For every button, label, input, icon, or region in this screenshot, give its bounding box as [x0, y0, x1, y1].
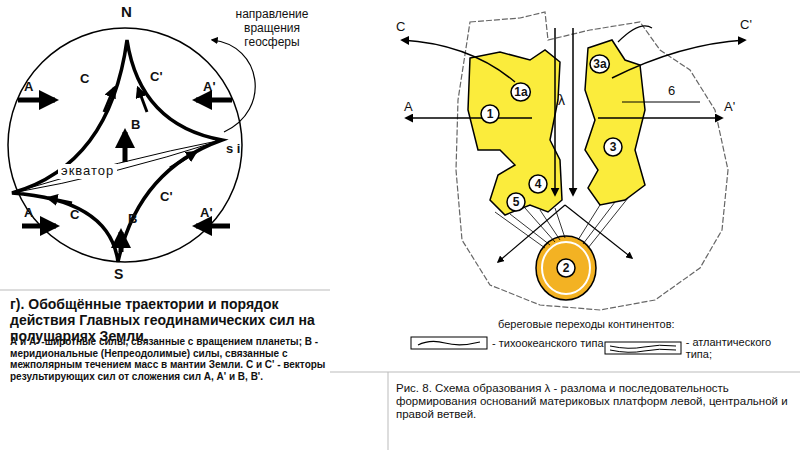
force-label: A' — [203, 80, 215, 95]
pole-label: S — [114, 266, 123, 282]
separator — [0, 290, 330, 291]
globe — [8, 28, 242, 262]
equator-line — [12, 140, 222, 193]
callout-number: 3 — [603, 140, 623, 154]
right-branch-platform — [585, 40, 645, 205]
force-trajectory — [12, 40, 222, 262]
force-label: B — [131, 118, 140, 133]
force-label: A' — [724, 100, 735, 115]
continent-outline — [456, 12, 728, 310]
numbered-circle: 4 — [528, 174, 548, 194]
callout-number: 1 — [480, 107, 500, 121]
force-label: A — [24, 206, 33, 221]
force-label: C — [396, 20, 405, 35]
rotation-arrow — [212, 40, 255, 132]
legend-item: - атлантического типа; — [604, 336, 800, 360]
force-label: C — [70, 208, 79, 223]
left-branch-platform — [468, 50, 562, 215]
callout-number: 1а — [510, 85, 531, 99]
numbered-circle: 5 — [506, 192, 526, 212]
force-label: A — [24, 80, 33, 95]
force-label: C' — [740, 18, 752, 33]
callout-number: 4 — [528, 177, 548, 191]
callout-number: 6 — [668, 84, 675, 99]
coast-line — [618, 26, 652, 42]
force-label: C — [80, 72, 89, 87]
force-label: A' — [200, 206, 212, 221]
legend-text: - атлантического типа; — [686, 336, 800, 360]
legend-sample — [410, 336, 488, 350]
numbered-circle: 1 — [480, 104, 500, 124]
legend-title: береговые переходы континентов: — [498, 318, 675, 331]
leader-line — [622, 102, 700, 103]
pole-label: N — [121, 3, 132, 20]
numbered-circle: 3 — [603, 137, 623, 157]
spreading-arrows — [498, 205, 632, 262]
point-label: s i — [226, 142, 240, 157]
separator — [330, 372, 800, 373]
legend-item: - тихоокеанского типа — [410, 336, 604, 350]
central-branch-platform — [536, 236, 596, 300]
callout-number: 3а — [589, 57, 610, 71]
explanation-note: А и А' -широтные силы, связанные с враще… — [10, 336, 330, 382]
numbered-circle: 1а — [510, 82, 531, 102]
force-label: B — [128, 212, 137, 227]
legend-text: - тихоокеанского типа — [492, 337, 604, 349]
resultant-arrows — [48, 88, 196, 203]
fault-label: λ — [558, 92, 565, 108]
force-label: C' — [150, 70, 162, 85]
force-arrows — [18, 100, 232, 252]
coast-line — [542, 242, 590, 294]
force-label: A — [404, 100, 413, 115]
force-label: C' — [160, 190, 172, 205]
separator — [388, 372, 389, 450]
figure-caption: Рис. 8. Схема образования λ - разлома и … — [396, 382, 791, 422]
numbered-circle: 2 — [556, 258, 576, 278]
rotation-note: направление вращения геосферы — [222, 8, 322, 49]
callout-number: 5 — [506, 195, 526, 209]
equator-line — [12, 140, 222, 193]
legend-sample — [604, 341, 682, 355]
force-arrows — [402, 28, 745, 195]
callout-number: 2 — [556, 261, 576, 275]
numbered-circle: 3а — [589, 54, 610, 74]
equator-label: экватор — [58, 164, 117, 179]
